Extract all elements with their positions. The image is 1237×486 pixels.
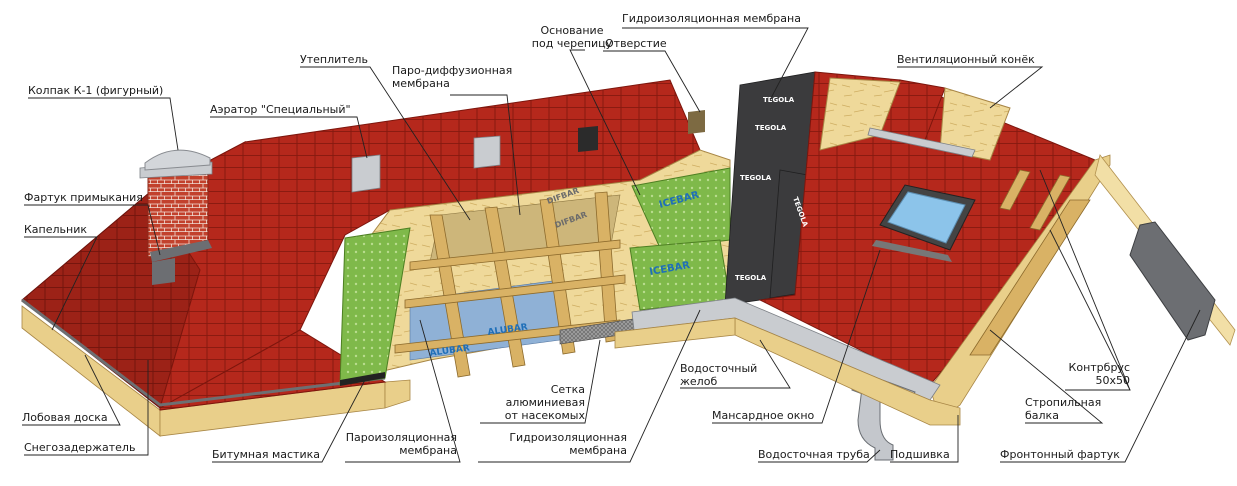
tegola-mark-5: TEGOLA — [735, 274, 767, 282]
label-insulation: Утеплитель — [300, 53, 368, 66]
label-roof-window: Мансардное окно — [712, 409, 815, 422]
label-waterproof-top: Гидроизоляционная мембрана — [622, 12, 801, 25]
tegola-mark-1: TEGOLA — [763, 96, 795, 104]
label-gable-flashing: Фронтонный фартук — [1000, 448, 1120, 461]
cutaway-structure — [339, 149, 731, 386]
roof-window — [872, 184, 976, 262]
label-aerator: Аэратор "Специальный" — [210, 103, 351, 116]
soffit — [614, 317, 961, 426]
label-fascia: Лобовая доска — [22, 411, 108, 424]
label-soffit: Подшивка — [890, 448, 950, 461]
label-hole: Отверстие — [605, 37, 667, 50]
label-downpipe: Водосточная труба — [758, 448, 870, 461]
tegola-mark-2: TEGOLA — [755, 124, 787, 132]
leader-lines — [22, 27, 1201, 463]
fascia-board — [21, 305, 411, 437]
label-bitumen: Битумная мастика — [212, 448, 320, 461]
label-flashing: Фартук примыкания — [24, 191, 143, 204]
callout-labels: Колпак К-1 (фигурный) Аэратор "Специальн… — [22, 12, 1130, 461]
label-drip: Капельник — [24, 223, 87, 236]
tegola-mark-3: TEGOLA — [740, 174, 772, 182]
aerators — [351, 110, 705, 193]
label-snow-guard: Снегозадержатель — [24, 441, 135, 454]
chimney — [139, 149, 213, 285]
label-cap: Колпак К-1 (фигурный) — [28, 84, 163, 97]
label-ridge: Вентиляционный конёк — [897, 53, 1035, 66]
gable-flashing — [1129, 221, 1216, 341]
